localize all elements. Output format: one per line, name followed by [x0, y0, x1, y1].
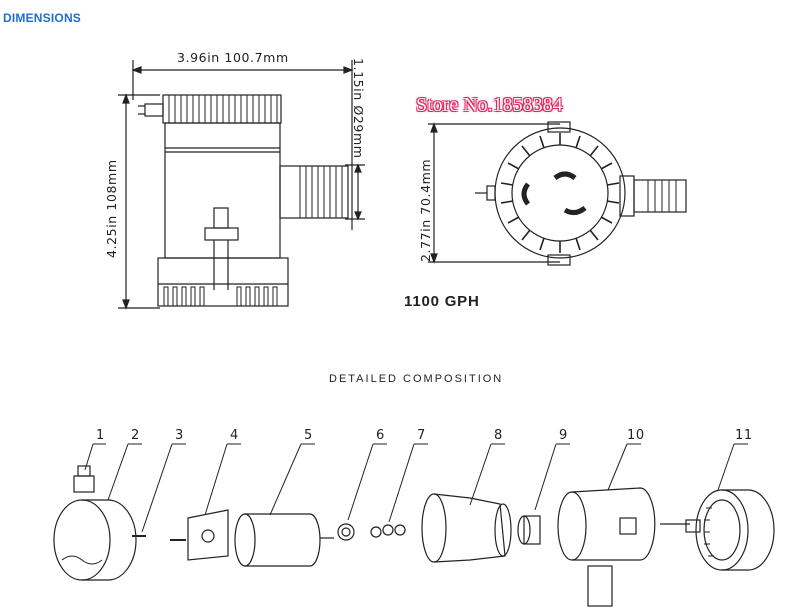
composition-title: DETAILED COMPOSITION	[329, 373, 504, 385]
part-number-8: 8	[494, 428, 503, 443]
part-number-7: 7	[417, 428, 426, 443]
model-label: 1100 GPH	[404, 293, 480, 310]
part-number-2: 2	[131, 428, 140, 443]
part-number-10: 10	[627, 428, 645, 443]
base-dimension-label: 2.77in 70.4mm	[418, 158, 433, 262]
exploded-parts	[53, 443, 775, 607]
part-number-4: 4	[230, 428, 239, 443]
part-number-5: 5	[304, 428, 313, 443]
part-number-1: 1	[96, 428, 105, 443]
part-number-9: 9	[559, 428, 568, 443]
pump-side-view	[118, 60, 365, 310]
part-number-11: 11	[735, 428, 753, 443]
width-dimension-label: 3.96in 100.7mm	[177, 50, 289, 65]
height-dimension-label: 4.25in 108mm	[104, 159, 119, 258]
store-watermark: Store No.1858384	[416, 94, 563, 116]
part-number-6: 6	[376, 428, 385, 443]
part-number-3: 3	[175, 428, 184, 443]
section-title: DIMENSIONS	[3, 11, 82, 25]
outlet-dimension-label: 1.15in Ø29mm	[351, 58, 366, 159]
pump-bottom-view	[428, 121, 687, 266]
